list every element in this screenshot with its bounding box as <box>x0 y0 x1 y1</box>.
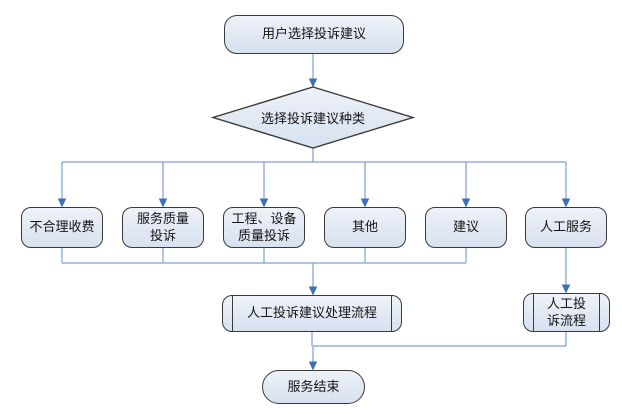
node-category-service-quality: 服务质量 投诉 <box>122 207 204 248</box>
node-label: 用户选择投诉建议 <box>261 26 366 42</box>
node-start: 用户选择投诉建议 <box>224 15 404 54</box>
node-category-other: 其他 <box>324 207 406 248</box>
predefined-bar <box>391 296 392 331</box>
node-label: 人工服务 <box>539 219 592 235</box>
node-label: 建议 <box>452 219 479 235</box>
node-category-equipment-quality: 工程、设备 质量投诉 <box>223 207 305 248</box>
node-label: 服务质量 投诉 <box>136 211 189 243</box>
node-category-manual-service: 人工服务 <box>525 207 607 248</box>
node-category-unreasonable-fee: 不合理收费 <box>21 207 103 248</box>
decision-diamond-shape <box>210 86 416 149</box>
predefined-bar <box>599 294 600 331</box>
predefined-bar <box>533 294 534 331</box>
node-label: 不合理收费 <box>29 219 95 235</box>
node-manual-complaint-process: 人工投 诉流程 <box>523 293 610 332</box>
node-label: 其他 <box>351 219 378 235</box>
node-decision: 选择投诉建议种类 <box>213 87 413 148</box>
node-label: 工程、设备 质量投诉 <box>231 211 297 243</box>
node-end: 服务结束 <box>262 370 365 404</box>
node-category-suggestion: 建议 <box>425 207 507 248</box>
node-label: 人工投 诉流程 <box>546 296 586 328</box>
node-label: 选择投诉建议种类 <box>260 111 365 126</box>
node-label: 服务结束 <box>287 378 340 394</box>
predefined-bar <box>232 296 233 331</box>
node-main-handling-process: 人工投诉建议处理流程 <box>222 295 402 332</box>
node-label: 人工投诉建议处理流程 <box>246 305 377 321</box>
